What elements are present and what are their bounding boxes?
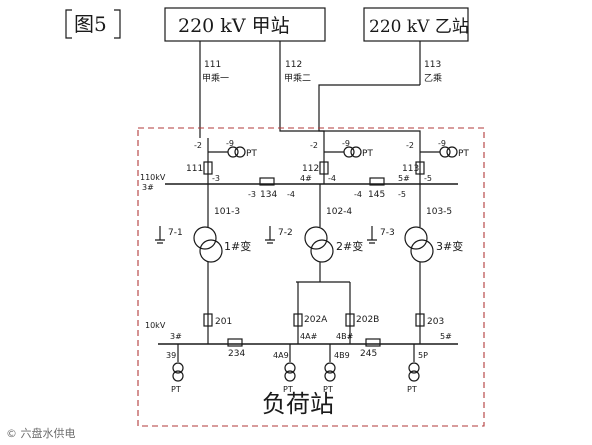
t2-name: 2#变	[336, 239, 363, 253]
hv-pt3: PT	[458, 149, 469, 159]
hv-seg-5: 5#	[398, 174, 410, 183]
hv-seg-3: 3#	[142, 183, 154, 192]
t3-ground: 7-3	[380, 228, 395, 238]
hv-sw-b: -4	[287, 190, 295, 199]
lv-pt-label-2: PT	[283, 385, 293, 394]
lv-seg-4a: 4A#	[300, 332, 318, 341]
hv-sw-a: -3	[248, 190, 256, 199]
lv-brk-201: 201	[215, 317, 232, 327]
hv-brk-113: 113	[402, 164, 419, 174]
hv-sw-c: -4	[354, 190, 362, 199]
lv-seg-5: 5#	[440, 332, 452, 341]
station-a-box	[164, 7, 326, 42]
lv-pt-label-4: PT	[407, 385, 417, 394]
incoming-113: 113	[424, 60, 441, 70]
incoming-112-name: 甲乘二	[284, 72, 311, 84]
watermark: © 六盘水供电	[6, 427, 76, 440]
t1-switch: 101-3	[214, 207, 240, 217]
lv-seg-4b: 4B#	[336, 332, 354, 341]
hv-bus-label: 110kV	[140, 173, 166, 182]
lv-pt-5p: 5P	[418, 351, 428, 360]
hv-brk-111: 111	[186, 164, 203, 174]
hv-seg-4: 4#	[300, 174, 312, 183]
load-station-boundary	[137, 127, 485, 427]
hv-112-bot: -4	[328, 174, 336, 183]
hv-sw-d: -5	[398, 190, 406, 199]
t3-name: 3#变	[436, 239, 463, 253]
incoming-112: 112	[285, 60, 302, 70]
lv-pt-39: 39	[166, 351, 176, 360]
lv-bus-label: 10kV	[145, 321, 166, 330]
hv-tie-134: 134	[260, 190, 277, 200]
lv-tie-245: 245	[360, 349, 377, 359]
hv-pt2-sw: -9	[342, 139, 350, 148]
lv-brk-202a: 202A	[304, 315, 328, 325]
hv-pt3-sw: -9	[438, 139, 446, 148]
t1-ground: 7-1	[168, 228, 183, 238]
lv-brk-202b: 202B	[356, 315, 379, 325]
incoming-113-name: 乙乘	[424, 72, 442, 84]
lv-pt-label-1: PT	[171, 385, 181, 394]
lv-pt-label-3: PT	[323, 385, 333, 394]
hv-tie-145: 145	[368, 190, 385, 200]
t3-switch: 103-5	[426, 207, 452, 217]
hv-111-top: -2	[194, 141, 202, 150]
lv-pt-4b9: 4B9	[334, 351, 350, 360]
incoming-111-name: 甲乘一	[202, 72, 229, 84]
hv-brk-112: 112	[302, 164, 319, 174]
hv-113-top: -2	[406, 141, 414, 150]
t1-name: 1#变	[224, 239, 251, 253]
lv-seg-3: 3#	[170, 332, 182, 341]
station-a-title: 220 kV 甲站	[178, 15, 290, 37]
t2-ground: 7-2	[278, 228, 293, 238]
hv-112-top: -2	[310, 141, 318, 150]
hv-pt2: PT	[362, 149, 373, 159]
station-b-box	[363, 7, 469, 42]
t2-switch: 102-4	[326, 207, 352, 217]
station-b-title: 220 kV 乙站	[369, 17, 469, 37]
hv-pt1-sw: -9	[226, 139, 234, 148]
figure-label: 图5	[74, 12, 107, 36]
lv-pt-4a9: 4A9	[273, 351, 289, 360]
hv-pt1: PT	[246, 149, 257, 159]
lv-tie-234: 234	[228, 349, 245, 359]
hv-111-bot: -3	[212, 174, 220, 183]
hv-113-bot: -5	[424, 174, 432, 183]
incoming-111: 111	[204, 60, 221, 70]
load-station-name: 负荷站	[262, 390, 334, 418]
lv-brk-203: 203	[427, 317, 444, 327]
